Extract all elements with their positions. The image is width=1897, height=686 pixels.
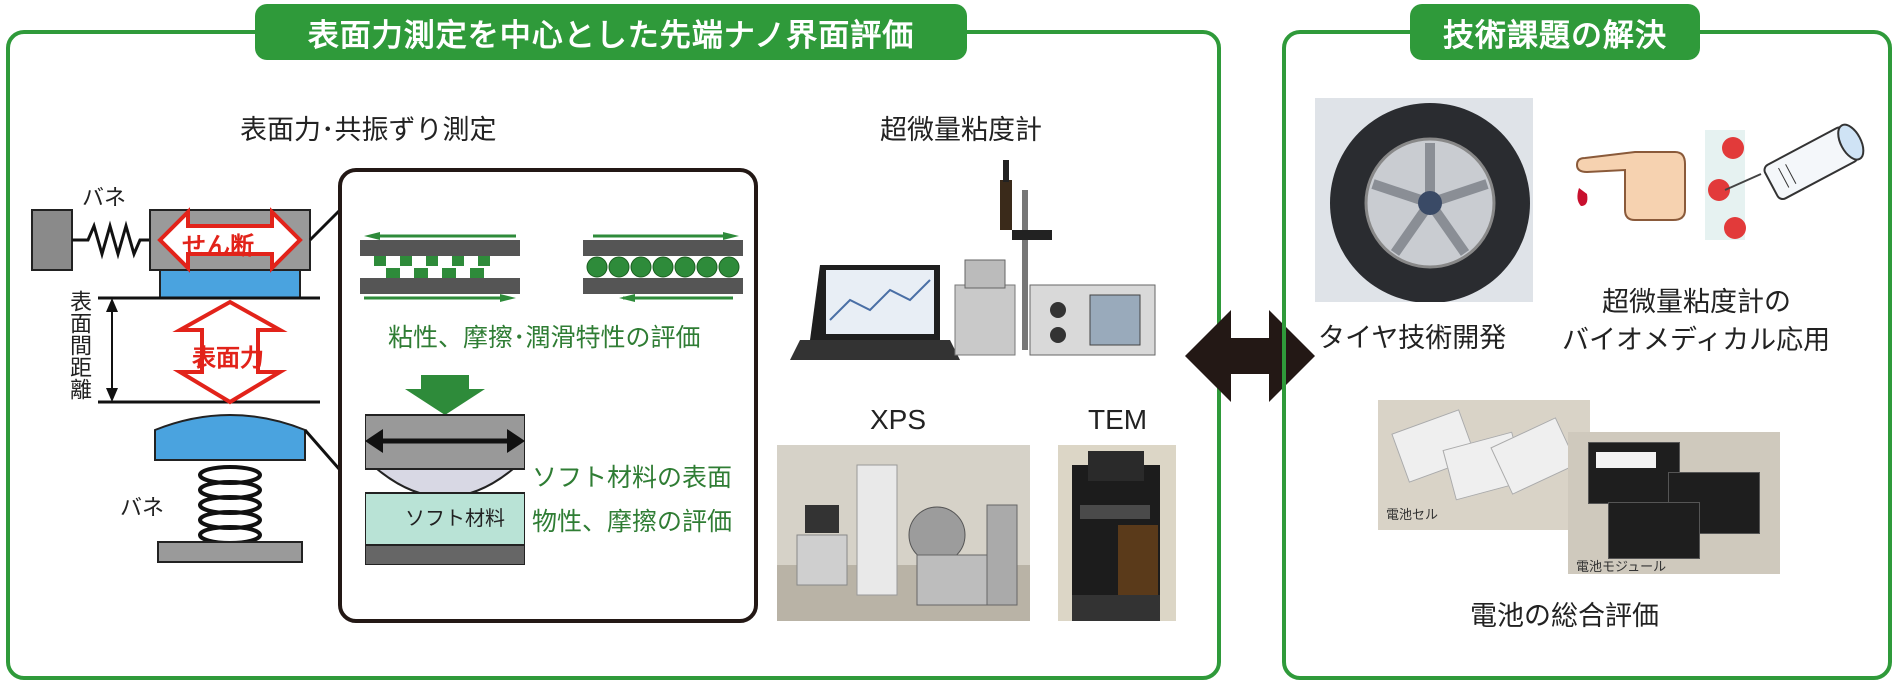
viscometer-photo: [790, 160, 1156, 360]
eval-soft-line1: ソフト材料の表面: [532, 463, 733, 492]
base-block: [157, 541, 303, 563]
bio-label-line1: 超微量粘度計の: [1602, 287, 1791, 318]
particle-diagram-right: [583, 232, 743, 302]
viscometer-title: 超微量粘度計: [880, 115, 1042, 146]
tire-label: タイヤ技術開発: [1318, 323, 1507, 354]
battery-module-label: 電池モジュール: [1576, 560, 1667, 574]
shear-arrow: [157, 207, 303, 273]
tem-title: TEM: [1088, 404, 1148, 435]
force-label: 表面力: [192, 344, 264, 372]
bottom-lens: [154, 414, 306, 461]
particle-diagram-left: [360, 232, 520, 302]
force-arrow: [172, 299, 288, 405]
wall-block: [31, 209, 73, 271]
right-panel-title: 技術課題の解決: [1410, 4, 1700, 60]
surface-force-title: 表面力･共振ずり測定: [240, 115, 497, 146]
bottom-spring: [198, 465, 262, 545]
top-spring: [72, 220, 150, 260]
left-panel-title: 表面力測定を中心とした先端ナノ界面評価: [255, 4, 967, 60]
battery-module-photo: 電池モジュール: [1568, 432, 1780, 574]
battery-cell-label: 電池セル: [1386, 508, 1439, 523]
bio-label-line2: バイオメディカル応用: [1562, 325, 1831, 356]
soft-material-label: ソフト材料: [405, 506, 505, 530]
surface-force-schematic: [31, 207, 342, 563]
spring-bottom-label: バネ: [120, 496, 165, 521]
tem-photo: [1058, 445, 1176, 621]
shear-label: せん断: [182, 232, 254, 260]
tire-photo: [1315, 98, 1533, 302]
distance-label: 表面間距離: [66, 290, 91, 400]
battery-cell-photo: 電池セル: [1378, 400, 1590, 530]
bio-illustration: [1575, 123, 1865, 240]
detail-box: [338, 168, 758, 623]
eval-soft-line2: 物性、摩擦の評価: [532, 507, 733, 536]
xps-photo: [777, 445, 1030, 621]
eval-viscosity-label: 粘性、摩擦･潤滑特性の評価: [388, 323, 701, 352]
soft-material-diagram: [365, 375, 525, 565]
xps-title: XPS: [870, 404, 927, 435]
battery-label: 電池の総合評価: [1470, 601, 1659, 632]
spring-top-label: バネ: [82, 186, 127, 211]
top-surface: [159, 269, 301, 299]
